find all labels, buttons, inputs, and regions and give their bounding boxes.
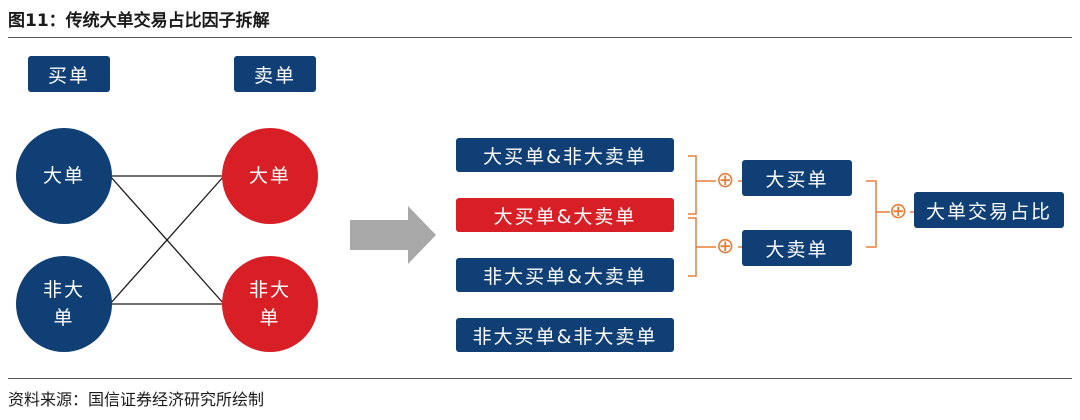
figure-title: 图11：传统大单交易占比因子拆解: [8, 11, 270, 31]
buy-nonbig-label: 非大单: [42, 279, 85, 329]
sell-nonbig-label: 非大单: [248, 279, 291, 329]
combo-big-buy-big-sell: 大买单&大卖单: [456, 198, 674, 232]
sell-nonbig-circle: 非大单: [222, 256, 318, 352]
bracket-result: [866, 180, 877, 248]
bracket-big-buy: [688, 155, 697, 215]
source-divider: [8, 378, 1072, 379]
combo-nonbig-buy-big-sell: 非大买单&大卖单: [456, 258, 674, 292]
sell-big-label: 大单: [248, 165, 291, 187]
buy-order-header: 买单: [28, 56, 110, 92]
combo-big-buy-nonbig-sell: 大买单&非大卖单: [456, 138, 674, 172]
sell-order-header: 卖单: [234, 56, 316, 92]
plus-icon: ⊕: [716, 234, 735, 259]
buy-nonbig-circle: 非大单: [16, 256, 112, 352]
plus-icon: ⊕: [889, 199, 908, 224]
big-trade-ratio-box: 大单交易占比: [914, 192, 1064, 228]
sell-big-circle: 大单: [222, 128, 318, 224]
bracket-big-sell: [688, 217, 697, 277]
title-divider: [8, 37, 1072, 38]
buy-big-circle: 大单: [16, 128, 112, 224]
big-buy-box: 大买单: [742, 160, 852, 196]
line-nonbig-big: [109, 175, 225, 305]
buy-big-label: 大单: [42, 165, 85, 187]
big-sell-box: 大卖单: [742, 230, 852, 266]
plus-icon: ⊕: [716, 168, 735, 193]
combo-nonbig-buy-nonbig-sell: 非大买单&非大卖单: [456, 318, 674, 352]
source-note: 资料来源：国信证券经济研究所绘制: [8, 390, 265, 409]
